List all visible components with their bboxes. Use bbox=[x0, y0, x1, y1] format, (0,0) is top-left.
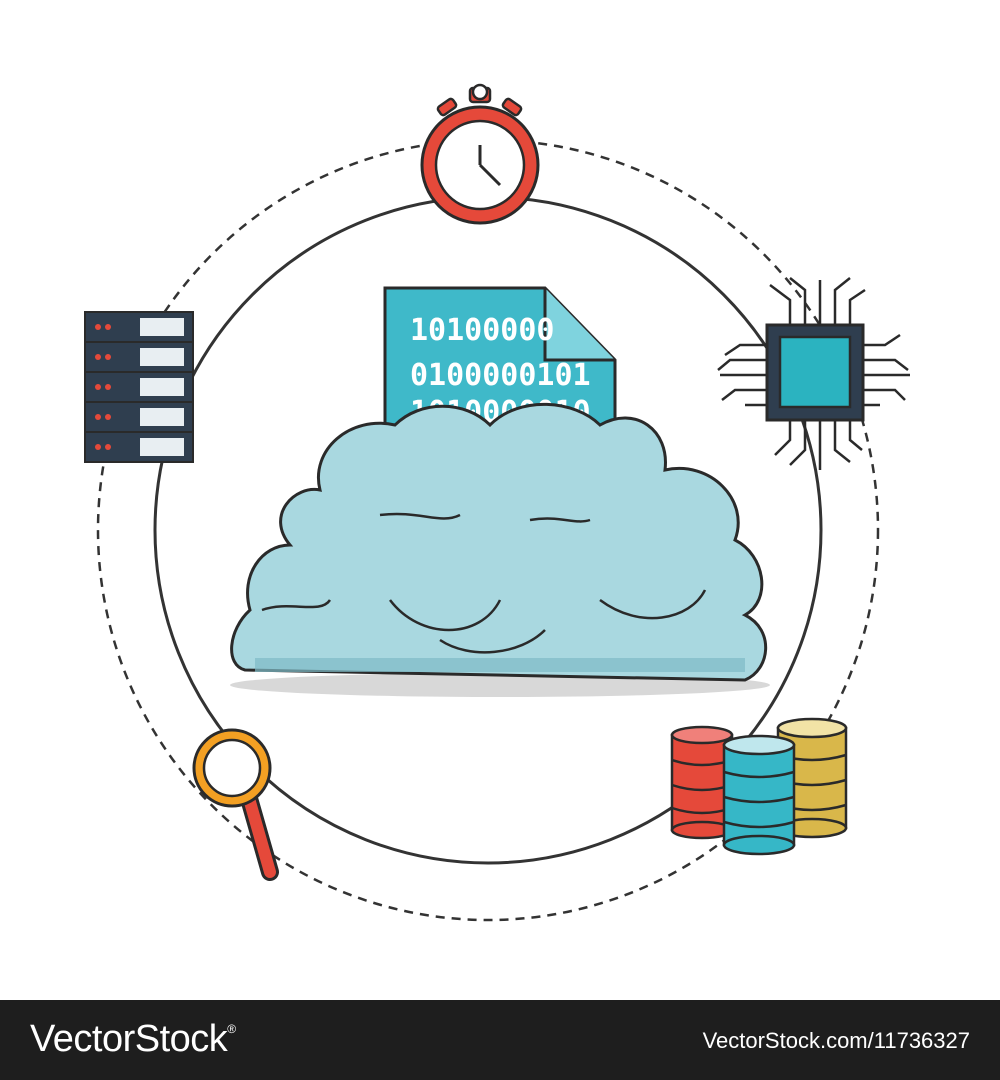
stopwatch-icon bbox=[420, 83, 540, 225]
logo-text: VectorStock bbox=[30, 1018, 228, 1060]
server-rack-icon bbox=[84, 311, 194, 463]
binary-line-1: 10100000 bbox=[410, 313, 555, 348]
binary-line-2: 0100000101 bbox=[410, 358, 591, 393]
database-coins-icon bbox=[670, 717, 848, 856]
watermark-footer: VectorStock® VectorStock.com/11736327 bbox=[0, 1000, 1000, 1080]
outer-dashed-ring bbox=[96, 138, 880, 922]
magnifier-icon bbox=[192, 728, 279, 881]
vectorstock-logo: VectorStock® bbox=[30, 1018, 236, 1061]
microchip-icon bbox=[717, 277, 910, 470]
registered-mark: ® bbox=[227, 1022, 236, 1036]
image-credit: VectorStock.com/11736327 bbox=[702, 1028, 970, 1053]
cloud-icon bbox=[230, 402, 768, 682]
illustration: 10100000 0100000101 1010000010 010101111… bbox=[84, 83, 910, 922]
